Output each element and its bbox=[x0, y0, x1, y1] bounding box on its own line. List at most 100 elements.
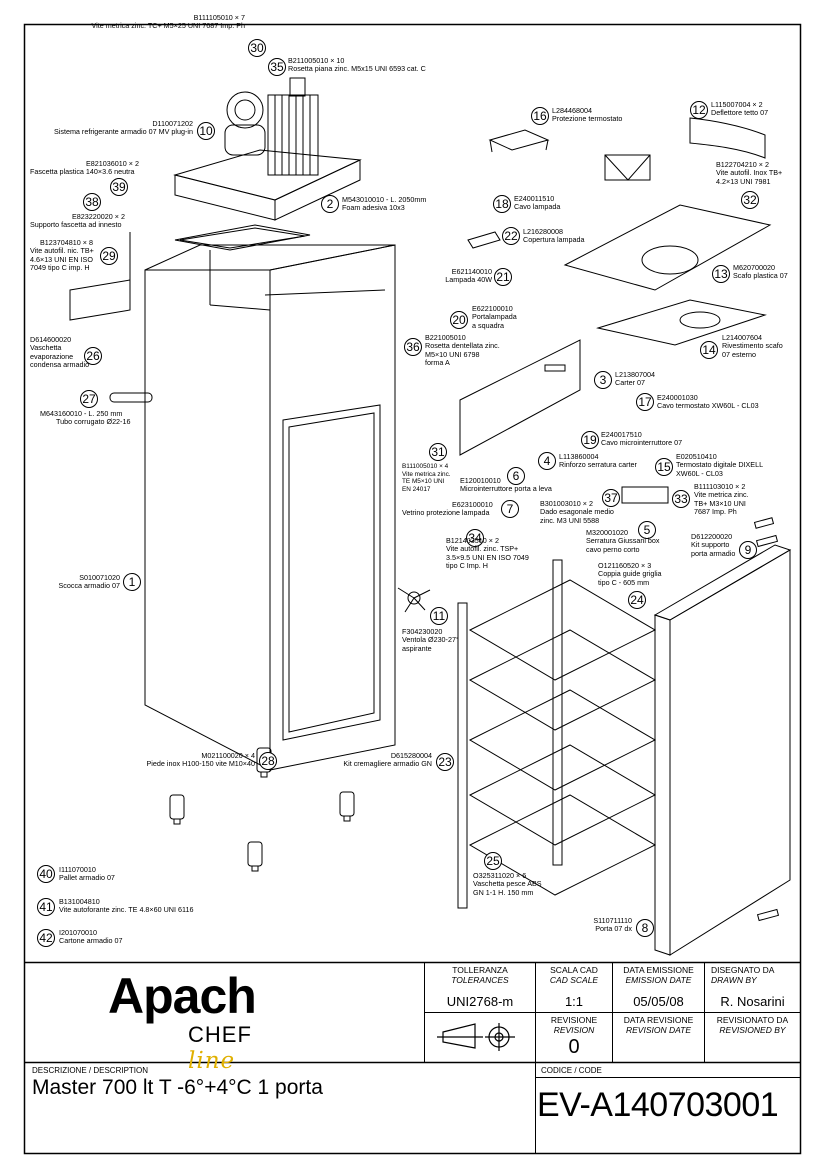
callout-15-badge: 15 bbox=[655, 458, 673, 476]
callout-5-badge: 5 bbox=[638, 521, 656, 539]
scale-value: 1:1 bbox=[564, 994, 584, 1009]
feet bbox=[169, 747, 355, 872]
callout-38-badge: 38 bbox=[83, 193, 101, 211]
callout-41-badge: 41 bbox=[37, 898, 55, 916]
projection-symbol-icon bbox=[437, 1023, 515, 1051]
rack-kit bbox=[457, 559, 657, 909]
callout-8-badge: 8 bbox=[636, 919, 654, 937]
callout-1-badge: 1 bbox=[123, 573, 141, 591]
description-label: DESCRIZIONE / DESCRIPTION bbox=[32, 1066, 149, 1075]
code-value: EV-A140703001 bbox=[537, 1086, 779, 1124]
logo-subline: CHEF line bbox=[188, 1022, 288, 1074]
callout-7-badge: 7 bbox=[501, 500, 519, 518]
callout-18-badge: 18 bbox=[493, 195, 511, 213]
callout-35-badge: 35 bbox=[268, 58, 286, 76]
callout-40-badge: 40 bbox=[37, 865, 55, 883]
brand-logo: Apach CHEF line bbox=[108, 968, 288, 1074]
door bbox=[653, 544, 792, 956]
callout-13-badge: 13 bbox=[712, 265, 730, 283]
logo-chef: CHEF bbox=[188, 1022, 252, 1047]
callout-10-badge: 10 bbox=[197, 122, 215, 140]
callout-30-badge: 30 bbox=[248, 39, 266, 57]
cabinet-body bbox=[144, 244, 396, 771]
revision-value: 0 bbox=[568, 1036, 580, 1058]
callout-25-badge: 25 bbox=[484, 852, 502, 870]
logo-wordmark: Apach bbox=[108, 968, 257, 1024]
tolerances-value: UNI2768-m bbox=[446, 994, 514, 1009]
callout-9-badge: 9 bbox=[739, 541, 757, 559]
callout-23-badge: 23 bbox=[436, 753, 454, 771]
callout-33-badge: 33 bbox=[672, 490, 690, 508]
callout-17-badge: 17 bbox=[636, 393, 654, 411]
callout-39-badge: 39 bbox=[110, 178, 128, 196]
callout-14-badge: 14 bbox=[700, 341, 718, 359]
callout-22-badge: 22 bbox=[502, 227, 520, 245]
callout-4-badge: 4 bbox=[538, 452, 556, 470]
callout-12-badge: 12 bbox=[690, 101, 708, 119]
callout-31-badge: 31 bbox=[429, 443, 447, 461]
evaporation-tray bbox=[69, 232, 131, 321]
callout-19-badge: 19 bbox=[581, 431, 599, 449]
callout-29-badge: 29 bbox=[100, 247, 118, 265]
callout-42-badge: 42 bbox=[37, 929, 55, 947]
callout-28-badge: 28 bbox=[259, 752, 277, 770]
callout-26-badge: 26 bbox=[84, 347, 102, 365]
callout-27-badge: 27 bbox=[80, 390, 98, 408]
callout-20-badge: 20 bbox=[450, 311, 468, 329]
callout-36-badge: 36 bbox=[404, 338, 422, 356]
callout-2-badge: 2 bbox=[321, 195, 339, 213]
callout-3-badge: 3 bbox=[594, 371, 612, 389]
callout-24-badge: 24 bbox=[628, 591, 646, 609]
callout-21-badge: 21 bbox=[494, 268, 512, 286]
description-value: Master 700 lt T -6°+4°C 1 porta bbox=[32, 1076, 323, 1099]
sheet-frame bbox=[23, 23, 802, 1155]
callout-34-badge: 34 bbox=[466, 529, 484, 547]
callout-32-badge: 32 bbox=[741, 191, 759, 209]
refrigeration-unit bbox=[173, 77, 362, 221]
callout-6-badge: 6 bbox=[507, 467, 525, 485]
